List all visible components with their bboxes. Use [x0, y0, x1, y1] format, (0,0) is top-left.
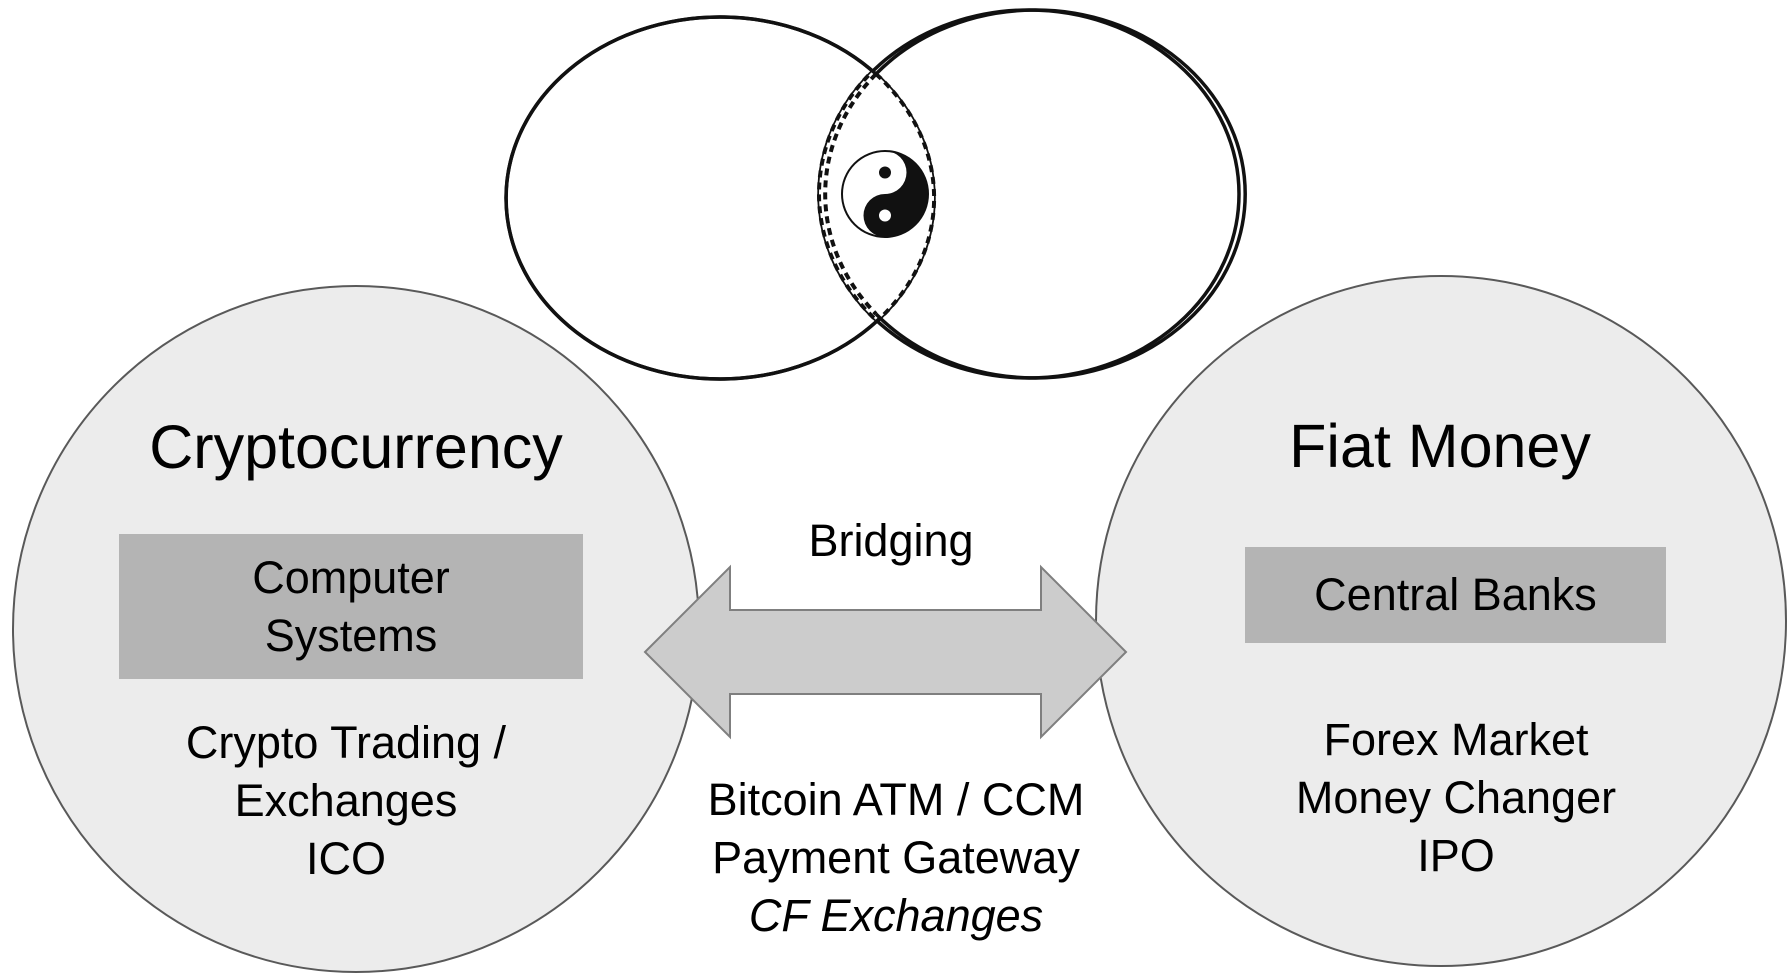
central-banks-box-bg	[1245, 547, 1666, 643]
computer-systems-line-2: Systems	[264, 609, 438, 661]
bridge-item-2: Payment Gateway	[712, 832, 1080, 883]
computer-systems-box: Computer Systems	[119, 534, 583, 679]
crypto-items: Crypto Trading / Exchanges ICO	[106, 714, 586, 888]
crypto-item-3: ICO	[305, 833, 386, 884]
bridge-item-cf-exchanges: CF Exchanges	[748, 890, 1044, 941]
fiat-money-title: Fiat Money	[1289, 412, 1591, 480]
computer-systems-line-1: Computer	[252, 551, 450, 603]
fiat-item-3: IPO	[1417, 830, 1495, 881]
bridge-item-1: Bitcoin ATM / CCM	[707, 774, 1085, 825]
crypto-item-1: Crypto Trading /	[185, 717, 507, 768]
fiat-items: Forex Market Money Changer IPO	[1216, 711, 1696, 885]
fiat-item-1: Forex Market	[1323, 714, 1589, 765]
crypto-item-2: Exchanges	[234, 775, 458, 826]
double-headed-arrow-icon	[643, 564, 1128, 740]
central-banks-box: Central Banks	[1245, 547, 1666, 643]
bridge-items: Bitcoin ATM / CCM Payment Gateway CF Exc…	[646, 771, 1146, 945]
yin-yang-icon	[841, 150, 929, 238]
computer-systems-box-bg	[119, 534, 583, 679]
central-banks-label: Central Banks	[1314, 569, 1597, 620]
bridging-label: Bridging	[808, 515, 974, 566]
cryptocurrency-title: Cryptocurrency	[149, 413, 563, 481]
fiat-item-2: Money Changer	[1295, 772, 1617, 823]
